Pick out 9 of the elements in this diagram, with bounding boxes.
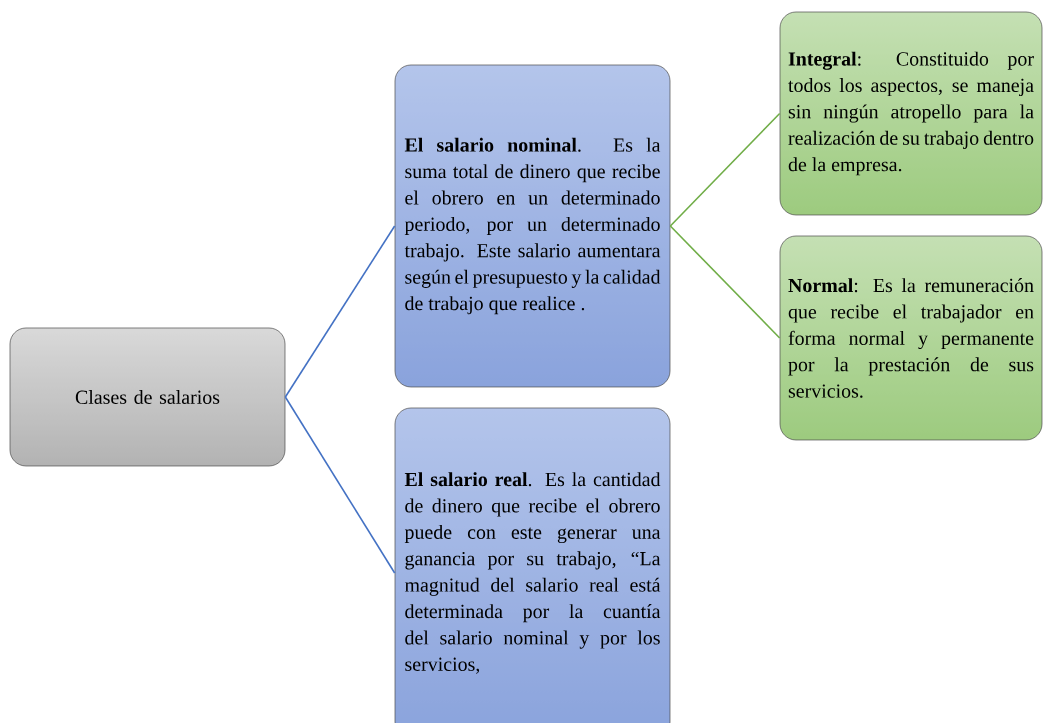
connector-line <box>284 225 396 398</box>
connector-line <box>284 396 396 574</box>
category-box: Clases de salarios <box>9 327 286 467</box>
description-box: Normal: Es la remuneración que recibe el trabajador en forma normal y permanente por la prestación de sus servicios. <box>779 235 1043 441</box>
connector-line <box>669 112 781 227</box>
description-box: Integral: Constituido por todos los aspectos, se maneja sin ningún atropello para la realización de su trabajo dentro de la empresa. <box>779 11 1043 216</box>
description-box: El salario real. Es la cantidad de dinero que recibe el obrero puede con este generar una ganancia por su trabajo, “La magnitud del salario real está determinada por la cuantía del salario nominal y por los servicios, <box>394 407 671 723</box>
connector-line <box>669 225 781 339</box>
description-box: El salario nominal. Es la suma total de dinero que recibe el obrero en un determinado periodo, por un determinado trabajo. Este salario aumentara según el presupuesto y la calidad de trabajo que realice . <box>394 64 671 388</box>
